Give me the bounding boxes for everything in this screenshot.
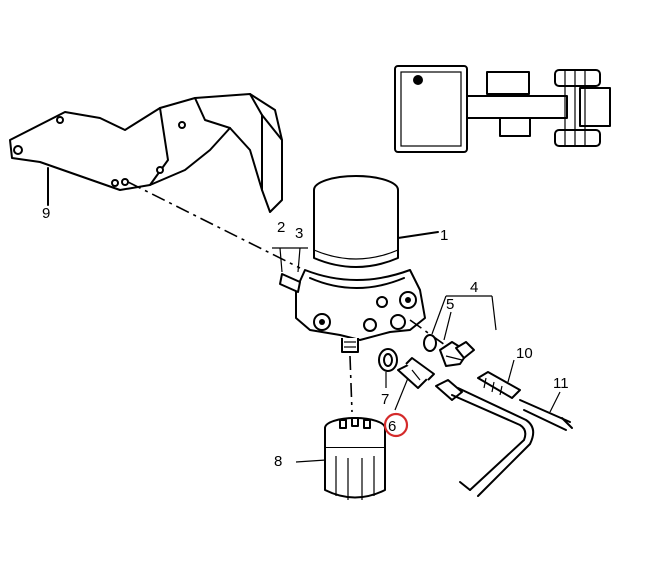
filter-part-8	[324, 417, 386, 500]
callout-5: 5	[446, 296, 454, 313]
callout-2: 2	[277, 219, 285, 236]
callout-8: 8	[274, 453, 282, 470]
o-ring-part-5	[423, 334, 437, 352]
valve-body	[279, 269, 426, 353]
fitting-part-4	[439, 341, 475, 367]
callout-3: 3	[295, 225, 303, 242]
callout-7: 7	[381, 391, 389, 408]
callout-6: 6	[388, 418, 396, 435]
callout-4: 4	[470, 279, 478, 296]
air-dryer-cartridge-part-1	[313, 175, 439, 268]
callout-11: 11	[553, 375, 569, 392]
tube-part-11	[519, 399, 573, 431]
pipe-assembly	[435, 379, 535, 497]
connector-part-10	[477, 371, 521, 399]
callout-9: 9	[42, 205, 50, 222]
nipple-part-6	[397, 357, 435, 389]
center-line-down	[349, 355, 353, 413]
callout-10: 10	[516, 345, 533, 362]
center-line-right	[409, 319, 446, 346]
washer-part-7	[378, 348, 398, 372]
callout-labels: 1 2 3 4 5 6 7 8 9 10 11	[42, 205, 569, 470]
center-line	[127, 181, 301, 269]
truck-location-icon	[394, 65, 611, 153]
callout-6-highlight	[383, 412, 409, 438]
bracket-part-9	[9, 93, 283, 213]
callout-1: 1	[440, 227, 448, 244]
leader-lines	[272, 247, 561, 463]
